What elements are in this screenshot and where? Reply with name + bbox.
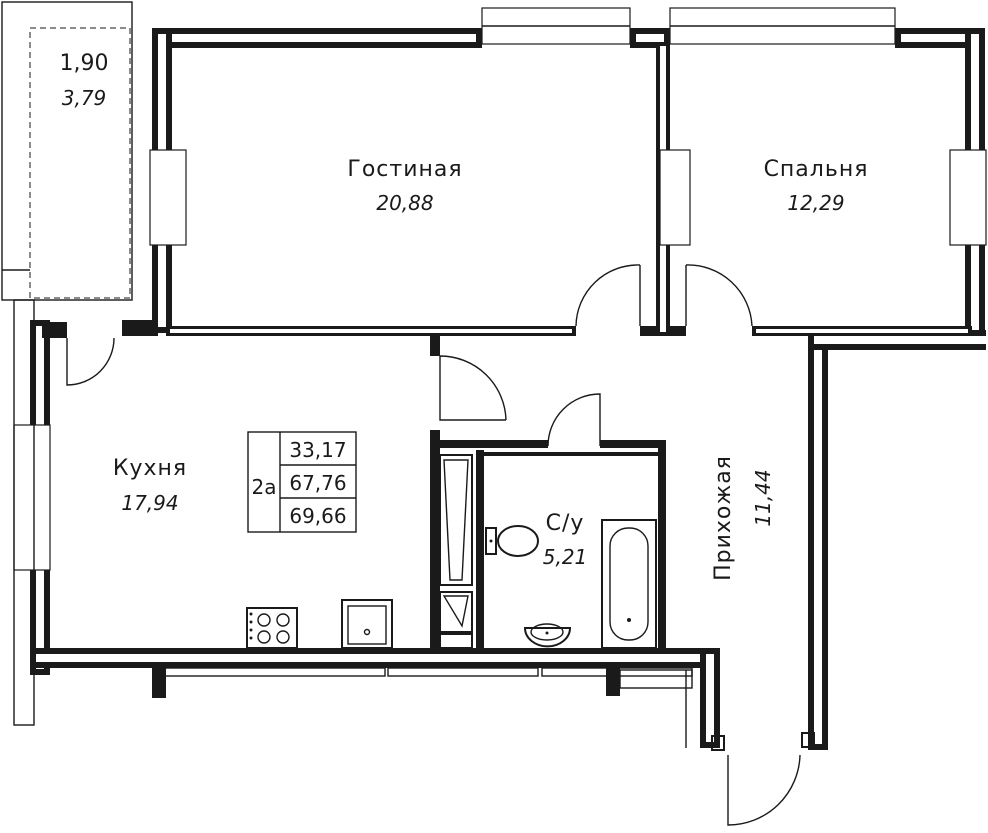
partitions: [42, 42, 972, 650]
kitchen-fixtures: [246, 599, 393, 649]
bathroom-area: 5,21: [543, 545, 588, 569]
kitchen-area: 17,94: [121, 491, 178, 515]
total-area-value: 67,76: [289, 471, 346, 495]
outer-walls: [13, 7, 987, 750]
bathroom-fixtures: [439, 454, 657, 649]
living-room-area: 20,88: [376, 191, 433, 215]
bottom-elements: [152, 667, 693, 748]
room-labels: 1,90 3,79 Гостиная 20,88 Спальня 12,29 К…: [60, 51, 869, 581]
kitchen-name: Кухня: [113, 456, 187, 481]
apartment-type: 2а: [252, 475, 277, 499]
balcony-area-total: 1,90: [60, 51, 109, 76]
kitchen-sink-icon: [341, 599, 393, 649]
bedroom-name: Спальня: [764, 157, 869, 182]
bathroom-name: С/у: [546, 511, 585, 536]
stove-icon: [246, 607, 298, 649]
hallway-name: Прихожая: [711, 455, 736, 581]
toilet-icon: [485, 525, 539, 557]
living-area-value: 33,17: [289, 438, 346, 462]
doors: [66, 264, 815, 826]
sink-icon: [523, 623, 572, 648]
total-with-balcony-value: 69,66: [289, 504, 346, 528]
balcony: [1, 1, 133, 301]
bathtub-icon: [601, 519, 657, 649]
balcony-area-full: 3,79: [62, 86, 107, 110]
hallway-area: 11,44: [751, 469, 775, 526]
area-summary-table: 2а 33,17 67,76 69,66: [247, 431, 357, 533]
living-room-name: Гостиная: [347, 157, 462, 182]
bedroom-area: 12,29: [787, 191, 844, 215]
